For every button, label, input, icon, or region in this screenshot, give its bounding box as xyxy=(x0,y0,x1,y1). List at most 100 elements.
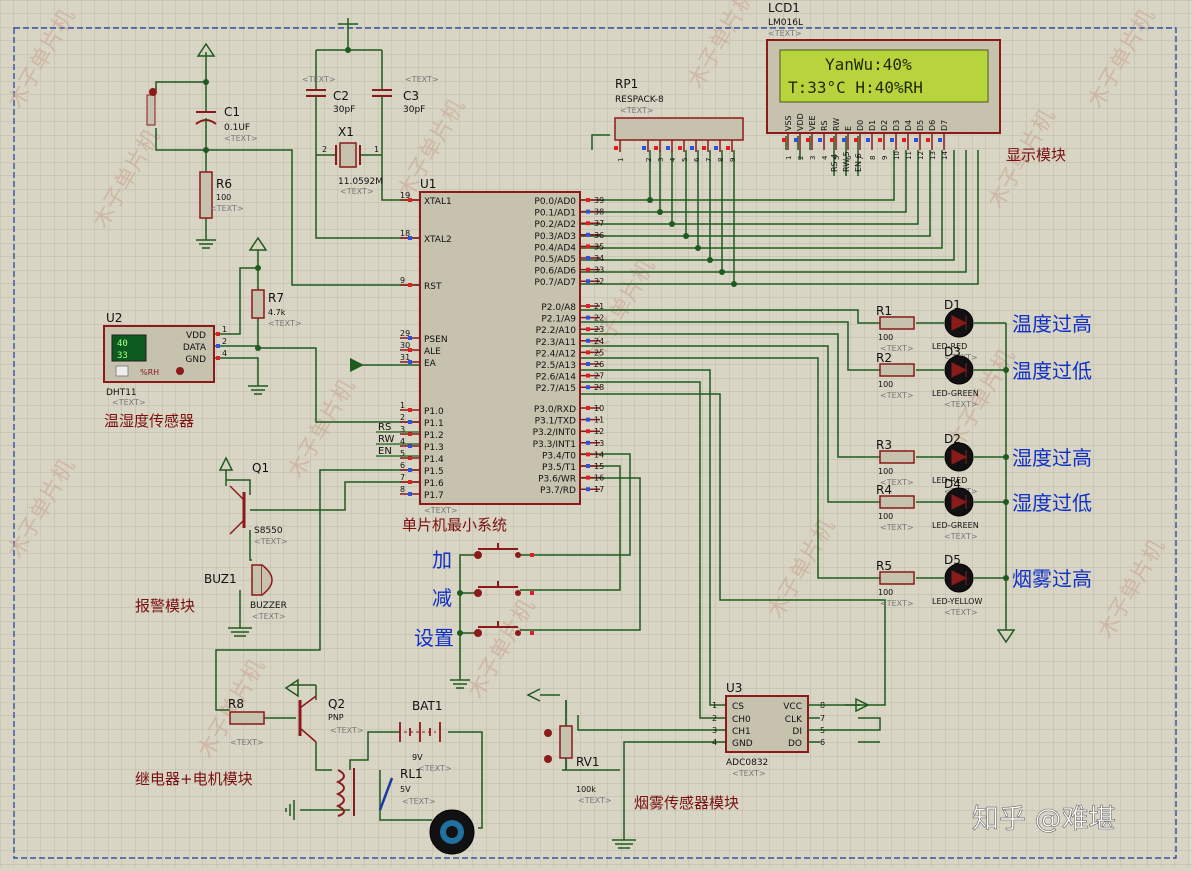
mcu-pin-name: P3.0/RXD xyxy=(534,405,576,415)
c2-value: 30pF xyxy=(333,105,355,115)
dht-plus-button[interactable] xyxy=(176,367,184,375)
dht-model: DHT11 xyxy=(106,388,137,398)
lcd-pin-number: 13 xyxy=(929,151,937,160)
bat-ref: BAT1 xyxy=(412,699,442,713)
mcu-pin-number: 29 xyxy=(400,329,410,338)
junctions xyxy=(203,47,1009,636)
rp1-model: RESPACK-8 xyxy=(615,95,664,105)
mcu-pin-number: 1 xyxy=(400,401,405,410)
mcu-pin-name: P3.5/T1 xyxy=(542,463,576,473)
dht-minus-button[interactable] xyxy=(115,365,129,377)
led-resistor-value: 100 xyxy=(878,380,893,389)
led-resistor-tag: <TEXT> xyxy=(880,344,914,353)
mcu-pin-number: 16 xyxy=(594,474,604,483)
led-resistor-tag: <TEXT> xyxy=(880,391,914,400)
relay-tag: <TEXT> xyxy=(402,797,436,806)
mcu-pin-name: P0.3/AD3 xyxy=(534,232,576,242)
mcu-pin-name: P1.2 xyxy=(424,431,444,441)
lcd-pin-number: 11 xyxy=(905,151,913,160)
buzzer-ref: BUZ1 xyxy=(204,572,237,586)
reset-circuit: C1 0.1UF <TEXT> R6 100 <TEXT> xyxy=(146,18,358,249)
lcd-pin-label: D6 xyxy=(928,120,937,131)
led-type: LED-RED xyxy=(932,342,967,351)
dht-pin-number: 2 xyxy=(222,337,227,346)
mcu-pin-name: P0.4/AD4 xyxy=(534,243,576,253)
r7-value: 4.7k xyxy=(268,308,286,317)
adc-pin-number: 7 xyxy=(820,714,825,723)
mcu-pin-name: P3.2/INT0 xyxy=(533,428,577,438)
led-tag: <TEXT> xyxy=(944,400,978,409)
rv1-down-button[interactable] xyxy=(544,755,552,763)
adc-pin-name: DO xyxy=(788,739,802,749)
mcu-pin-number: 17 xyxy=(594,485,604,494)
dht-pin-name: VDD xyxy=(186,331,206,341)
alarm-caption: 报警模块 xyxy=(135,597,195,615)
lcd-text-tag: <TEXT> xyxy=(768,29,802,38)
mcu-pin-number: 31 xyxy=(400,353,410,362)
mcu-pin-name: P1.5 xyxy=(424,467,444,477)
rv1-up-button[interactable] xyxy=(544,729,552,737)
led-resistor-value: 100 xyxy=(878,333,893,342)
lcd-pin-number: 9 xyxy=(881,156,889,160)
led-resistor-ref: R2 xyxy=(876,351,892,365)
rp1-pin-number: 9 xyxy=(729,158,737,162)
q1-model: S8550 xyxy=(254,526,283,536)
lcd-pin-number: 14 xyxy=(941,151,949,160)
mcu-pin-name: P0.2/AD2 xyxy=(534,220,576,230)
adc-pin-number: 4 xyxy=(712,738,717,747)
rv1-potentiometer: RV1 100k <TEXT> xyxy=(526,688,636,849)
bat-tag: <TEXT> xyxy=(418,764,452,773)
dht-hum: 33 xyxy=(117,351,128,361)
mcu-pin-number: 37 xyxy=(594,219,604,228)
mcu-pin-name: XTAL2 xyxy=(424,235,452,245)
adc-pin-name: CH1 xyxy=(732,727,751,737)
mcu-pin-number: 14 xyxy=(594,450,604,459)
led-resistor-value: 100 xyxy=(878,467,893,476)
mcu-pin-name: P0.1/AD1 xyxy=(534,209,576,219)
mcu-pin-name: P2.2/A10 xyxy=(536,326,577,336)
push-button[interactable]: 减 xyxy=(432,581,534,610)
adc-pin-name: DI xyxy=(792,727,802,737)
mcu-pin-number: 26 xyxy=(594,360,604,369)
c3-value: 30pF xyxy=(403,105,425,115)
rp1-ref: RP1 xyxy=(615,77,638,91)
lcd-pin-label: D5 xyxy=(916,120,925,131)
mcu-text-tag: <TEXT> xyxy=(424,506,458,515)
push-button[interactable]: 设置 xyxy=(414,621,534,650)
signature: 知乎 @难堪 xyxy=(972,804,1116,835)
mcu-pin-name: P3.7/RD xyxy=(540,486,576,496)
lcd-pin-label: VDD xyxy=(796,113,805,131)
led-resistor-value: 100 xyxy=(878,512,893,521)
rp1-pin-number: 4 xyxy=(669,157,677,162)
adc-pin-name: VCC xyxy=(783,702,802,712)
net-label: EN xyxy=(378,446,392,457)
rp1-pin-number: 1 xyxy=(617,158,625,162)
led-type: LED-GREEN xyxy=(932,389,979,398)
reset-button[interactable] xyxy=(146,94,156,126)
mcu-pin-number: 3 xyxy=(400,425,405,434)
led-ref: D2 xyxy=(944,432,961,446)
crystal-circuit: <TEXT> <TEXT> C2 30pF C3 30pF X1 2 1 11.… xyxy=(302,75,439,196)
led-resistor-tag: <TEXT> xyxy=(880,478,914,487)
lcd-net-label: RW 5 xyxy=(842,151,851,172)
push-button[interactable]: 加 xyxy=(432,543,534,572)
q1-ref: Q1 xyxy=(252,461,269,475)
mcu-pin-number: 4 xyxy=(400,437,405,446)
button-label: 减 xyxy=(432,586,452,610)
lcd-net-label: RS 4 xyxy=(830,154,839,172)
led-type: LED-YELLOW xyxy=(932,597,982,606)
mcu-pin-number: 11 xyxy=(594,416,604,425)
dht-pin-name: GND xyxy=(185,355,206,365)
ea-arrow xyxy=(350,358,364,372)
button-label: 加 xyxy=(432,548,452,572)
c1-ref: C1 xyxy=(224,105,240,119)
mcu-pin-number: 36 xyxy=(594,231,604,240)
rp1-pin-number: 3 xyxy=(657,158,665,162)
dht-ref: U2 xyxy=(106,311,122,325)
